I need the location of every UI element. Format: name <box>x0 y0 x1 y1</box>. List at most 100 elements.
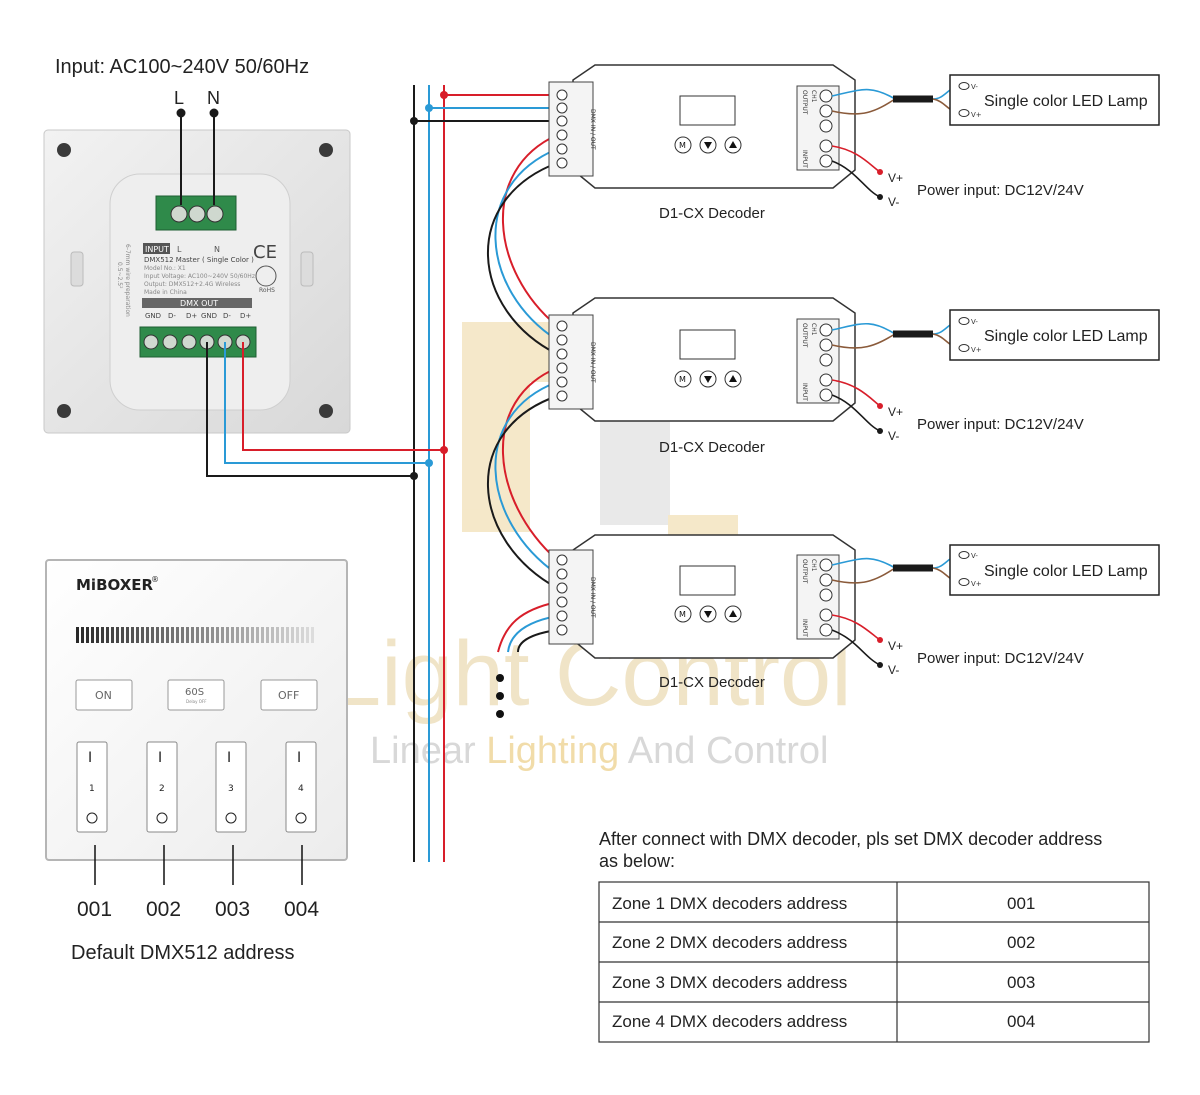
continuation-dot <box>496 710 504 718</box>
brightness-tick <box>216 627 219 643</box>
screw-icon <box>57 404 71 418</box>
led-lamp-1: V- V+ Single color LED Lamp <box>949 74 1160 126</box>
up-arrow-icon <box>729 375 737 382</box>
power-wire-black <box>831 160 881 198</box>
brightness-tick <box>296 627 299 643</box>
delay-button-sublabel: Delay OFF <box>186 699 207 704</box>
pin-label: D- <box>223 312 231 320</box>
zone-button-3[interactable]: I 3 <box>215 741 247 833</box>
master-d-minus-wire <box>224 342 429 464</box>
pin-label: GND <box>201 312 217 320</box>
v-plus-label: V+ <box>888 171 903 185</box>
brightness-tick <box>101 627 104 643</box>
dmx-out-pin-labels: GND D- D+ GND D- D+ <box>145 312 251 320</box>
continuation-dots <box>496 674 504 718</box>
delay-button-label: 60S <box>185 687 204 698</box>
pin-label: D- <box>168 312 176 320</box>
zone-button-2[interactable]: I 2 <box>146 741 178 833</box>
v-plus-terminal-dot <box>877 169 883 175</box>
power-wire-black <box>831 394 881 432</box>
delay-off-button[interactable] <box>167 679 225 711</box>
junction-dot <box>209 108 219 118</box>
zone-key[interactable] <box>146 741 178 833</box>
dmx-bus <box>206 85 557 862</box>
brightness-tick <box>201 627 204 643</box>
led-lamp-3: V- V+ Single color LED Lamp <box>949 544 1160 596</box>
zone-cell: Zone 4 DMX decoders address <box>612 1012 847 1031</box>
brightness-tick <box>136 627 139 643</box>
brightness-tick <box>251 627 254 643</box>
input-n-tag: N <box>214 245 220 254</box>
input-label-small: INPUT <box>801 619 808 637</box>
table-row: Zone 1 DMX decoders address 001 <box>612 894 1035 913</box>
power-wire-red <box>831 379 881 407</box>
brightness-tick <box>276 627 279 643</box>
on-button[interactable] <box>75 679 133 711</box>
terminal-n-label: N <box>207 88 220 108</box>
decoder-1: DMX IN / OUT M OUTPUT INPUT CH1 D1-CX De… <box>548 64 856 222</box>
zone-button-4[interactable]: I 4 <box>285 741 317 833</box>
m-button-label: M <box>679 141 686 150</box>
v-minus-label: V- <box>888 663 899 677</box>
ce-mark: CE <box>253 242 277 263</box>
lamp-box <box>949 309 1160 361</box>
zone-number: 1 <box>89 784 95 794</box>
address-table: Zone 1 DMX decoders address 001 Zone 2 D… <box>598 881 1150 1043</box>
off-button[interactable] <box>260 679 318 711</box>
brightness-tick <box>181 627 184 643</box>
decoder-2: DMX IN / OUT M OUTPUT INPUT CH1 D1-CX De… <box>548 297 856 456</box>
zone-mark: I <box>227 750 231 766</box>
input-tag-bg <box>143 243 170 254</box>
pin-label: D+ <box>240 312 251 320</box>
lamp-terminal <box>958 344 970 352</box>
power-input-label: Power input: DC12V/24V <box>917 650 1084 667</box>
brightness-slider[interactable] <box>76 627 314 643</box>
mount-slot <box>300 251 314 287</box>
zone-key[interactable] <box>215 741 247 833</box>
ac-input-wires <box>176 108 219 205</box>
output-wire-brown <box>831 98 896 115</box>
side-note: 6-7mm wire preparation <box>124 244 131 317</box>
rohs-icon <box>255 265 277 287</box>
address-cell: 002 <box>1007 933 1035 952</box>
brightness-tick <box>81 627 84 643</box>
lamp-connection-2 <box>831 320 961 432</box>
dmx-out-header-bg <box>142 298 252 308</box>
output-label: OUTPUT <box>801 559 808 584</box>
dmx-terminal <box>548 549 594 645</box>
junction-dot <box>176 108 186 118</box>
output-wire-brown <box>831 567 896 584</box>
brightness-tick <box>226 627 229 643</box>
zone-key[interactable] <box>285 741 317 833</box>
zone-cell: Zone 2 DMX decoders address <box>612 933 847 952</box>
display-screen <box>679 95 736 126</box>
junction-dot <box>425 459 433 467</box>
zone-cell: Zone 1 DMX decoders address <box>612 894 847 913</box>
brightness-tick <box>151 627 154 643</box>
brightness-tick <box>146 627 149 643</box>
m-button <box>674 370 692 388</box>
zone-button-1[interactable]: I 1 <box>76 741 108 833</box>
brightness-tick <box>171 627 174 643</box>
v-plus-label: V+ <box>888 405 903 419</box>
v-plus-terminal-dot <box>877 403 883 409</box>
brightness-tick <box>156 627 159 643</box>
brightness-tick <box>161 627 164 643</box>
power-wire-red <box>831 145 881 173</box>
chain-2-red <box>501 367 558 561</box>
side-note-2: 0.5~2.5² <box>116 262 123 289</box>
v-minus-label: V- <box>888 429 899 443</box>
zone-indicator-icon <box>86 812 98 824</box>
zone-mark: I <box>158 750 162 766</box>
up-arrow-icon <box>729 610 737 617</box>
rohs-label: RoHS <box>259 287 275 294</box>
v-minus-terminal-dot <box>877 194 883 200</box>
lamp-v-minus: V- <box>971 318 978 326</box>
decoder-label: D1-CX Decoder <box>659 439 765 456</box>
brightness-tick <box>211 627 214 643</box>
zone-key[interactable] <box>76 741 108 833</box>
brightness-tick <box>86 627 89 643</box>
master-gnd-wire <box>206 342 414 477</box>
dmx-in-out-label: DMX IN / OUT <box>589 109 596 150</box>
